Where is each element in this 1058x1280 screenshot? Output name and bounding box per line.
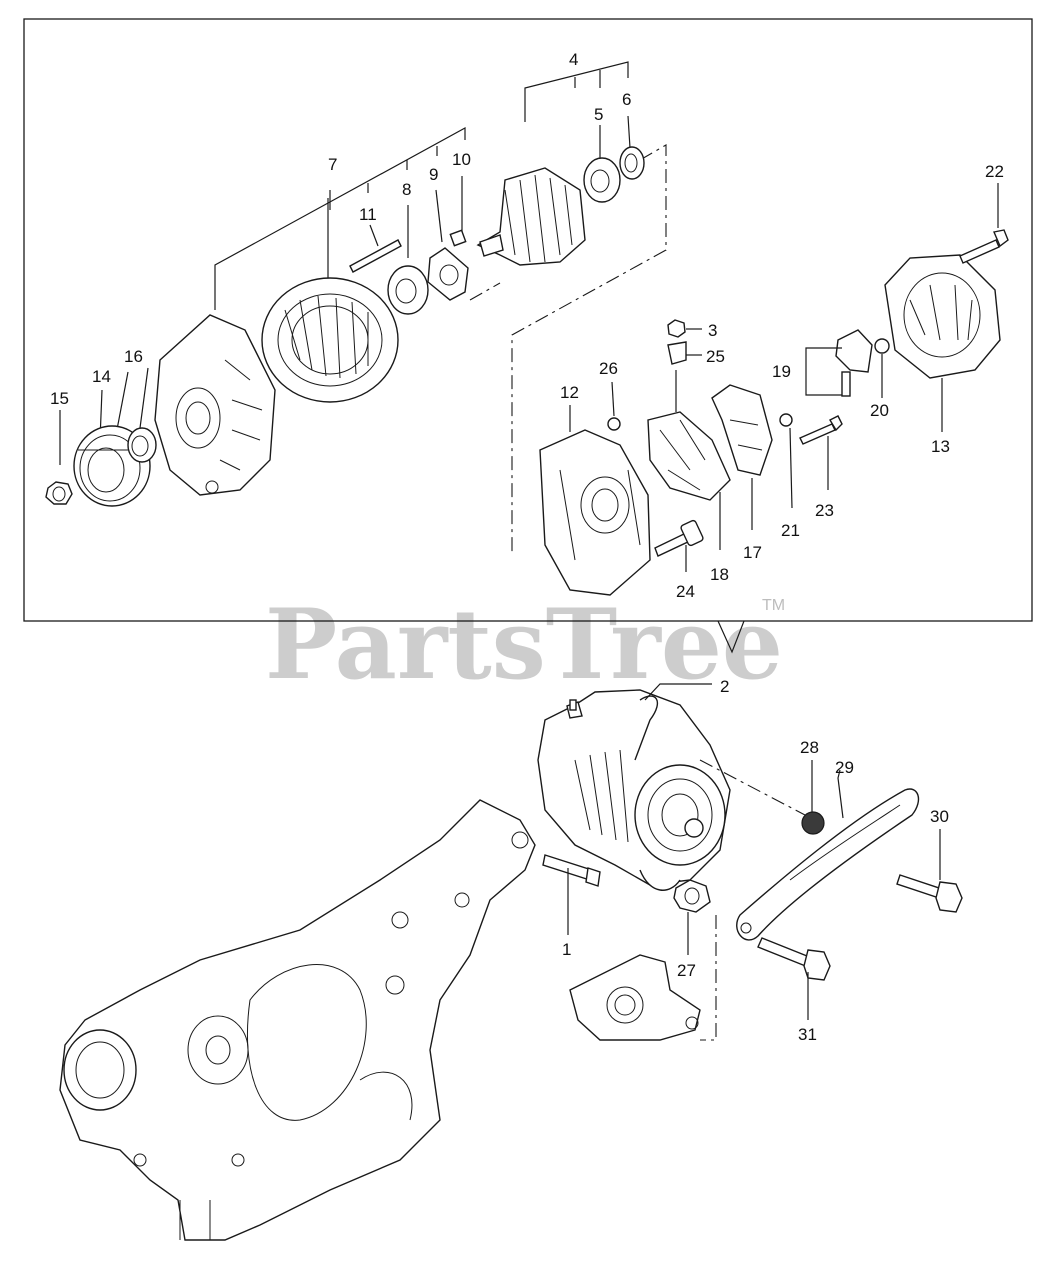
callout-17: 17 xyxy=(743,543,762,562)
watermark: PartsTree TM xyxy=(265,588,785,701)
callout-6: 6 xyxy=(622,90,631,109)
callout-5: 5 xyxy=(594,105,603,124)
part-4-rotor xyxy=(476,167,586,266)
callout-25: 25 xyxy=(706,347,725,366)
callout-28: 28 xyxy=(800,738,819,757)
part-25-insulator xyxy=(667,341,702,365)
part-19-regulator xyxy=(805,329,873,397)
engine-gear-case xyxy=(59,799,536,1241)
part-26-nut xyxy=(607,381,621,431)
part-3-nut xyxy=(667,319,702,338)
assembly-axes xyxy=(469,144,667,555)
callout-21: 21 xyxy=(781,521,800,540)
callout-9: 9 xyxy=(429,165,438,184)
part-23-bolt xyxy=(799,415,843,490)
part-16-spacer xyxy=(127,427,157,463)
callout-29: 29 xyxy=(835,758,854,777)
part-1-stud xyxy=(542,854,601,935)
part-28-spacer xyxy=(801,760,825,835)
callout-22: 22 xyxy=(985,162,1004,181)
part-18-rectifier xyxy=(647,370,731,550)
callout-10: 10 xyxy=(452,150,471,169)
frame-pointer xyxy=(717,620,745,654)
part-30-bolt xyxy=(896,829,963,913)
callout-11: 11 xyxy=(359,205,377,224)
part-5-bearing xyxy=(583,157,621,203)
part-6-seal-ring xyxy=(619,146,645,180)
drive-end-frame xyxy=(154,314,276,496)
part-29-adjusting-bracket xyxy=(736,769,920,941)
part-31-bolt xyxy=(757,937,831,1020)
part-9-retainer-plate xyxy=(427,247,469,301)
callout-2: 2 xyxy=(720,677,729,696)
watermark-trademark: TM xyxy=(762,597,785,614)
callout-18: 18 xyxy=(710,565,729,584)
callout-23: 23 xyxy=(815,501,834,520)
callout-1: 1 xyxy=(562,940,571,959)
callout-13: 13 xyxy=(931,437,950,456)
part-21-nut xyxy=(779,413,793,509)
part-20-nut xyxy=(874,338,890,398)
axis-alternator-spacer xyxy=(699,759,806,816)
part-13-rear-cover xyxy=(884,254,1001,432)
part-22-bolt xyxy=(959,183,1009,264)
part-11-stud xyxy=(349,239,402,273)
callout-7: 7 xyxy=(328,155,337,174)
callout-4: 4 xyxy=(569,50,578,69)
part-27-nut xyxy=(673,879,711,955)
exploded-view-frame xyxy=(23,18,1033,622)
callout-3: 3 xyxy=(708,321,717,340)
part-8-bearing xyxy=(387,265,429,315)
callout-labels: 4 5 6 7 10 9 8 11 22 3 25 16 14 26 19 15… xyxy=(50,50,1004,1044)
bracket-lines xyxy=(59,61,631,465)
part-17-brush-holder xyxy=(711,384,773,530)
callout-14: 14 xyxy=(92,367,111,386)
part-7-stator xyxy=(261,277,399,403)
callout-20: 20 xyxy=(870,401,889,420)
part-10-screw xyxy=(449,229,467,247)
part-15-pulley-nut xyxy=(45,481,73,505)
part-2-alternator-assembly xyxy=(537,683,731,891)
callout-27: 27 xyxy=(677,961,696,980)
part-24-bolt xyxy=(654,519,704,572)
watermark-brand: PartsTree xyxy=(265,588,783,701)
callout-15: 15 xyxy=(50,389,69,408)
part-12-rear-frame xyxy=(539,405,651,596)
callout-30: 30 xyxy=(930,807,949,826)
callout-8: 8 xyxy=(402,180,411,199)
callout-24: 24 xyxy=(676,582,695,601)
callout-31: 31 xyxy=(798,1025,817,1044)
callout-16: 16 xyxy=(124,347,143,366)
callout-26: 26 xyxy=(599,359,618,378)
mounting-bracket xyxy=(569,915,717,1041)
callout-19: 19 xyxy=(772,362,791,381)
callout-12: 12 xyxy=(560,383,579,402)
